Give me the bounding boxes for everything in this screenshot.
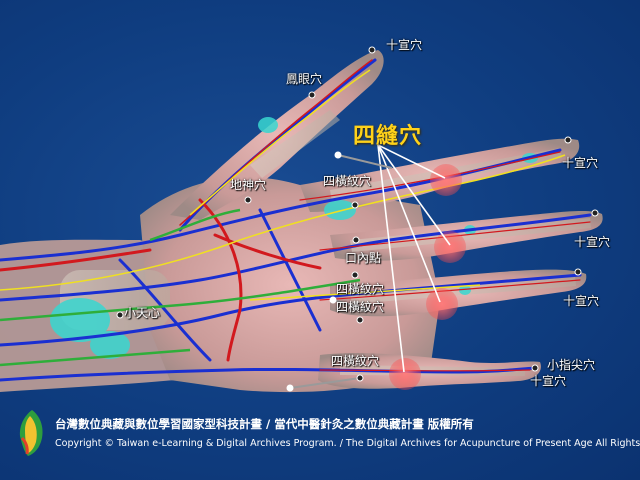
arteries [0,59,591,372]
label-shixuan-thumb: 十宣穴 [386,38,423,52]
label-sihengwen-little: 四橫紋穴 [331,354,380,368]
palm [140,177,440,393]
marker-sihengwen-index [351,201,359,209]
marker-sihengwen-middle [351,271,359,279]
marker-shixuan-ring [574,268,582,276]
marker-shixuan-middle [591,209,599,217]
sifeng-point-index [430,164,462,196]
marker-dishen [244,196,252,204]
footer-program-text: 台灣數位典藏與數位學習國家型科技計畫 / 當代中醫針灸之數位典藏計畫 版權所有 [55,417,474,431]
label-shixuan-index: 十宣穴 [562,156,599,170]
label-xiaozhijian: 小指尖穴 [547,358,596,372]
marker-shixuan-index [564,136,572,144]
diagram-title: 四縫穴 [353,124,423,149]
marker-kouneidian [352,236,360,244]
label-shixuan-ring: 十宣穴 [563,294,600,308]
sifeng-point-ring [426,288,458,320]
pointer-sticks [289,154,393,389]
footer-copyright-text: Copyright © Taiwan e-Learning & Digital … [55,438,640,449]
taiwan-logo-icon [19,410,43,456]
nerves [0,69,566,301]
title-leader-lines [377,144,451,373]
marker-xiaozhijian [531,364,539,372]
label-shixuan-middle: 十宣穴 [574,235,611,249]
label-sihengwen-ring: 四橫紋穴 [336,300,385,314]
label-sihengwen-index: 四橫紋穴 [323,174,372,188]
marker-fengyan [308,91,316,99]
sifeng-highlights [389,164,466,390]
marker-sihengwen-ring [356,316,364,324]
label-dishen: 地神穴 [230,178,267,192]
lymphatics [0,208,361,367]
marker-sihengwen-little [356,374,364,382]
label-sihengwen-middle: 四橫紋穴 [336,282,385,296]
cartilage [50,117,538,359]
acupoint-markers [116,46,599,392]
marker-xiaotianxin [116,311,124,319]
sifeng-point-middle [434,231,466,263]
label-shixuan-little: 十宣穴 [530,374,567,388]
label-kouneidian: 口內點 [345,251,382,265]
sifeng-point-little [389,358,421,390]
label-fengyan: 鳳眼穴 [286,72,323,86]
label-xiaotianxin: 小天心 [124,306,161,320]
marker-shixuan-thumb [368,46,376,54]
